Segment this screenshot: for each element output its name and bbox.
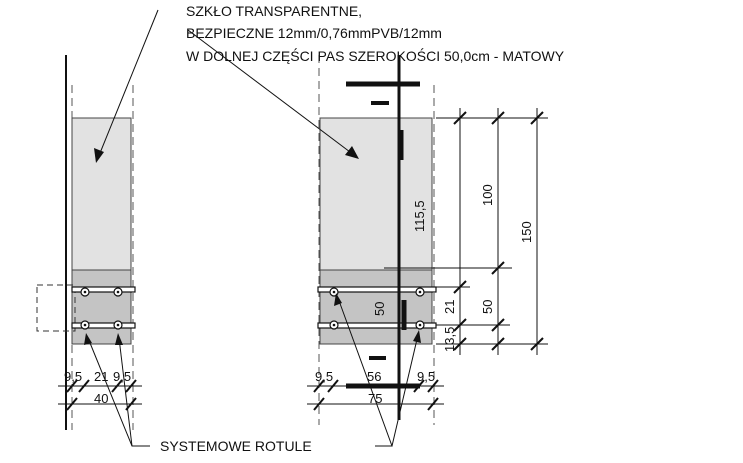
left-dim-total: 40	[94, 391, 108, 406]
leader-fittings-2	[118, 337, 133, 447]
leader-glass-left	[97, 9, 159, 159]
right-dim-ticks	[313, 379, 439, 411]
left-dim-ticks	[66, 379, 137, 411]
left-rotule-4	[113, 320, 123, 330]
right-vdim-ticks	[453, 111, 544, 351]
right-glass-matte	[319, 269, 433, 345]
annotation-glass-line1: SZKŁO TRANSPARENTNE,	[186, 3, 362, 19]
leader-fittings-right-2	[391, 334, 419, 447]
left-plate-bottom	[71, 322, 136, 329]
right-dim-total: 75	[368, 391, 382, 406]
right-view: 50 115,5 9,5 56 9,5 75	[307, 55, 548, 425]
right-glass-clear	[319, 117, 433, 271]
annotation-fittings: SYSTEMOWE ROTULE	[160, 438, 312, 454]
right-dim-edge-right: 9,5	[417, 369, 435, 384]
right-rotule-3	[329, 320, 339, 330]
right-rotule-4	[415, 320, 425, 330]
right-vdim-upper: 100	[480, 184, 495, 206]
right-dim-span: 56	[367, 369, 381, 384]
left-rotule-3	[80, 320, 90, 330]
right-vdim-bottom-edge: 13,5	[442, 327, 457, 352]
right-rotule-2	[415, 287, 425, 297]
leader-glass-right	[187, 29, 355, 156]
leader-fittings-arrowhead-4	[413, 330, 421, 343]
left-dim-edge-left: 9,5	[64, 369, 82, 384]
leader-fittings-arrowhead-1	[84, 333, 92, 345]
annotations: SZKŁO TRANSPARENTNE, BEZPIECZNE 12mm/0,7…	[84, 3, 565, 454]
annotation-glass-line3: W DOLNEJ CZĘŚCI PAS SZEROKOŚCI 50,0cm - …	[186, 47, 565, 64]
leader-glass-right-arrowhead	[345, 146, 359, 159]
right-dim-top-glass: 115,5	[412, 200, 427, 232]
right-vdim-lower: 50	[480, 300, 495, 314]
left-rotule-1	[80, 287, 90, 297]
left-rotule-2	[113, 287, 123, 297]
right-dim-edge-left: 9,5	[315, 369, 333, 384]
right-plate-top	[317, 286, 437, 293]
left-glass-matte	[71, 269, 132, 345]
left-wall-bracket	[36, 284, 76, 332]
leader-fittings-arrowhead-2	[115, 333, 123, 345]
leader-fittings-arrowhead-3	[334, 293, 342, 306]
left-dim-edge-right: 9,5	[113, 369, 131, 384]
left-view: 9,5 21 9,5 40	[36, 55, 142, 430]
right-vdim-bolt-spacing: 21	[442, 300, 457, 314]
right-vdim-total: 150	[519, 221, 534, 243]
annotation-glass-line2: BEZPIECZNE 12mm/0,76mmPVB/12mm	[186, 25, 442, 41]
leader-glass-left-arrowhead	[94, 148, 104, 163]
left-plate-top	[71, 286, 136, 293]
right-dim-matte-band: 50	[372, 302, 387, 316]
left-glass-clear	[71, 117, 132, 271]
